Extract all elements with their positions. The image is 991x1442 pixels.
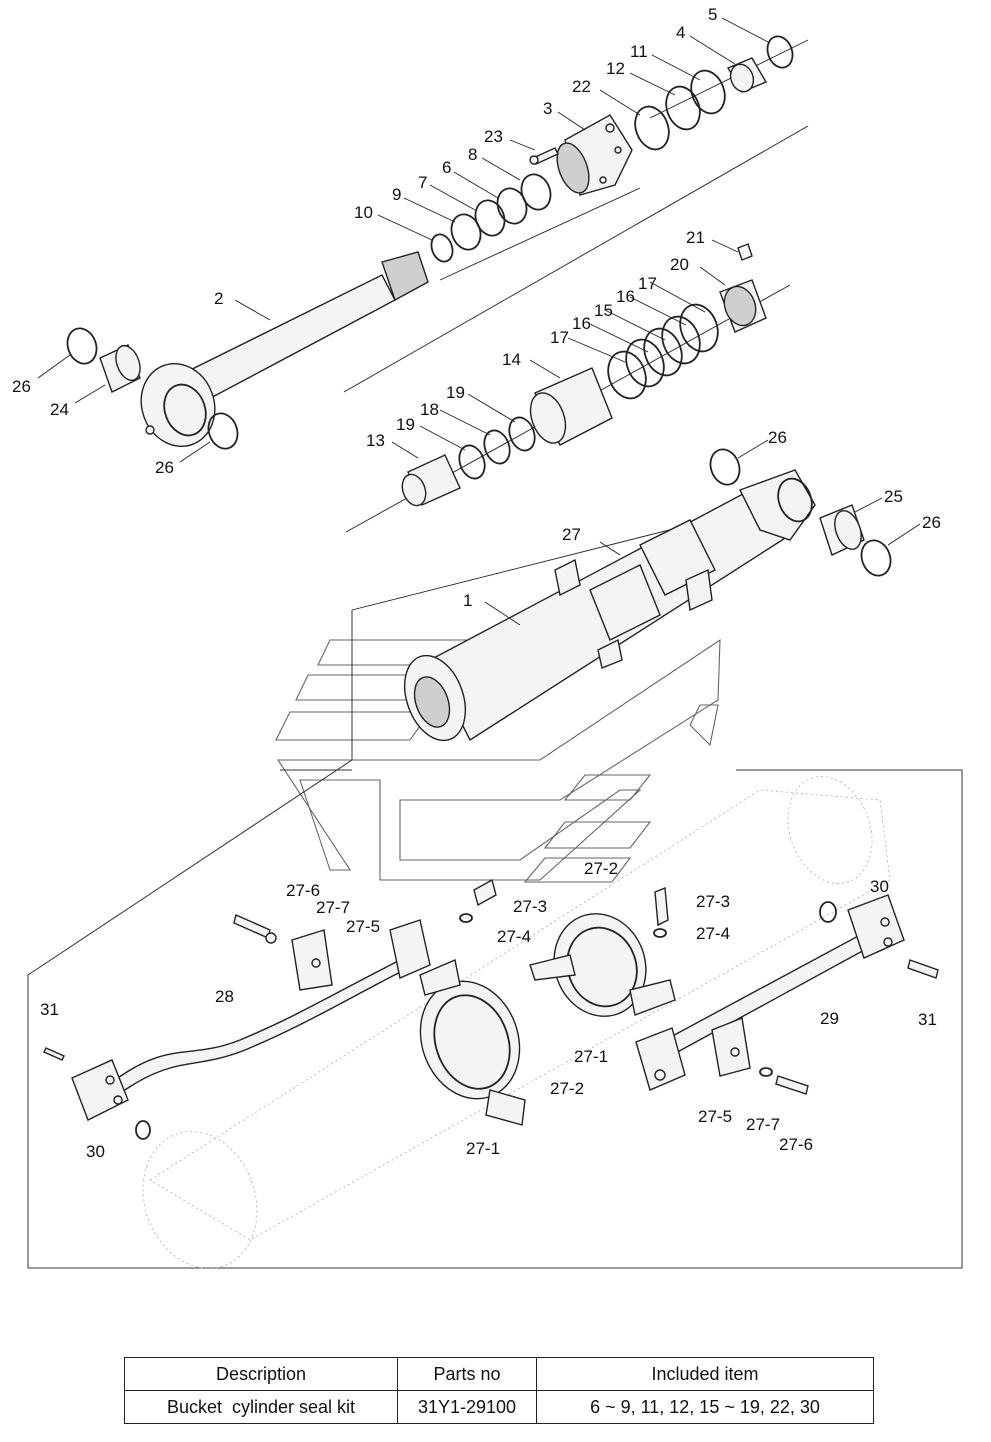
callout-leaders xyxy=(37,17,921,626)
callout-13: 13 xyxy=(366,431,385,450)
callout-8: 8 xyxy=(468,145,477,164)
callout-17-b: 17 xyxy=(550,328,569,347)
callout-27-3-a: 27-3 xyxy=(513,897,547,916)
rod-cover xyxy=(556,114,633,196)
callout-27-2-b: 27-2 xyxy=(550,1079,584,1098)
callout-26-d: 26 xyxy=(922,513,941,532)
callout-24: 24 xyxy=(50,400,69,419)
callout-19-b: 19 xyxy=(396,415,415,434)
callout-27-4-b: 27-4 xyxy=(696,924,730,943)
callout-27: 27 xyxy=(562,525,581,544)
callout-27-7-a: 27-7 xyxy=(316,898,350,917)
header-included-item: Included item xyxy=(536,1357,874,1391)
callout-1: 1 xyxy=(463,591,472,610)
callout-27-6-a: 27-6 xyxy=(286,881,320,900)
callout-30-b: 30 xyxy=(86,1142,105,1161)
callout-27-4-a: 27-4 xyxy=(497,927,531,946)
callout-17-a: 17 xyxy=(638,274,657,293)
cell-description: Bucket cylinder seal kit xyxy=(124,1390,398,1424)
callout-22: 22 xyxy=(572,77,591,96)
clamp-right xyxy=(529,887,676,1017)
header-description: Description xyxy=(124,1357,398,1391)
callout-9: 9 xyxy=(392,185,401,204)
callout-27-7-b: 27-7 xyxy=(746,1115,780,1134)
table-header-row: Description Parts no Included item xyxy=(124,1357,874,1391)
callout-5: 5 xyxy=(708,5,717,24)
seal-kit-table: Description Parts no Included item Bucke… xyxy=(124,1357,874,1424)
callout-10: 10 xyxy=(354,203,373,222)
pipe-28 xyxy=(43,914,431,1140)
bolt-23 xyxy=(529,147,559,165)
callout-27-1-b: 27-1 xyxy=(466,1139,500,1158)
ghost-tube xyxy=(142,776,891,1269)
callout-16-b: 16 xyxy=(572,314,591,333)
callout-18: 18 xyxy=(420,400,439,419)
callout-27-5-b: 27-5 xyxy=(698,1107,732,1126)
callout-26-b: 26 xyxy=(155,458,174,477)
piston-rod xyxy=(140,251,429,448)
exploded-parts-diagram: 5 4 11 12 22 3 23 8 6 7 9 10 2 26 24 26 … xyxy=(12,5,963,1269)
cylinder-tube xyxy=(403,469,816,742)
tube-end-bushing xyxy=(709,448,892,577)
callout-27-1-a: 27-1 xyxy=(574,1047,608,1066)
callout-27-3-b: 27-3 xyxy=(696,892,730,911)
cell-included-item: 6 ~ 9, 11, 12, 15 ~ 19, 22, 30 xyxy=(536,1390,874,1424)
table-row: Bucket cylinder seal kit 31Y1-29100 6 ~ … xyxy=(124,1390,874,1424)
callout-15: 15 xyxy=(594,301,613,320)
cell-parts-no: 31Y1-29100 xyxy=(397,1390,537,1424)
callout-11: 11 xyxy=(630,42,648,61)
callout-14: 14 xyxy=(502,350,521,369)
callout-6: 6 xyxy=(442,158,451,177)
callout-2: 2 xyxy=(214,289,223,308)
callout-26-a: 26 xyxy=(12,377,31,396)
callout-20: 20 xyxy=(670,255,689,274)
callout-19-a: 19 xyxy=(446,383,465,402)
watermark-logo xyxy=(275,638,721,883)
callout-29: 29 xyxy=(820,1009,839,1028)
callout-27-5-a: 27-5 xyxy=(346,917,380,936)
callout-28: 28 xyxy=(215,987,234,1006)
callout-31-a: 31 xyxy=(40,1000,59,1019)
detail-frame xyxy=(27,612,963,1269)
callout-4: 4 xyxy=(676,23,685,42)
callout-26-c: 26 xyxy=(768,428,787,447)
callout-3: 3 xyxy=(543,99,552,118)
callout-21: 21 xyxy=(686,228,705,247)
callout-labels: 5 4 11 12 22 3 23 8 6 7 9 10 2 26 24 26 … xyxy=(12,5,941,1161)
pipe-29 xyxy=(635,894,939,1095)
rod-eye-bushing xyxy=(66,327,239,450)
clamp-left xyxy=(419,878,526,1126)
callout-16-a: 16 xyxy=(616,287,635,306)
callout-12: 12 xyxy=(606,59,625,78)
header-parts-no: Parts no xyxy=(397,1357,537,1391)
callout-27-2-a: 27-2 xyxy=(584,859,618,878)
callout-31-b: 31 xyxy=(918,1010,937,1029)
rod-seals xyxy=(430,35,794,263)
callout-27-6-b: 27-6 xyxy=(779,1135,813,1154)
piston-assembly xyxy=(401,243,767,507)
callout-7: 7 xyxy=(418,173,427,192)
callout-23: 23 xyxy=(484,127,503,146)
callout-25: 25 xyxy=(884,487,903,506)
callout-30-a: 30 xyxy=(870,877,889,896)
